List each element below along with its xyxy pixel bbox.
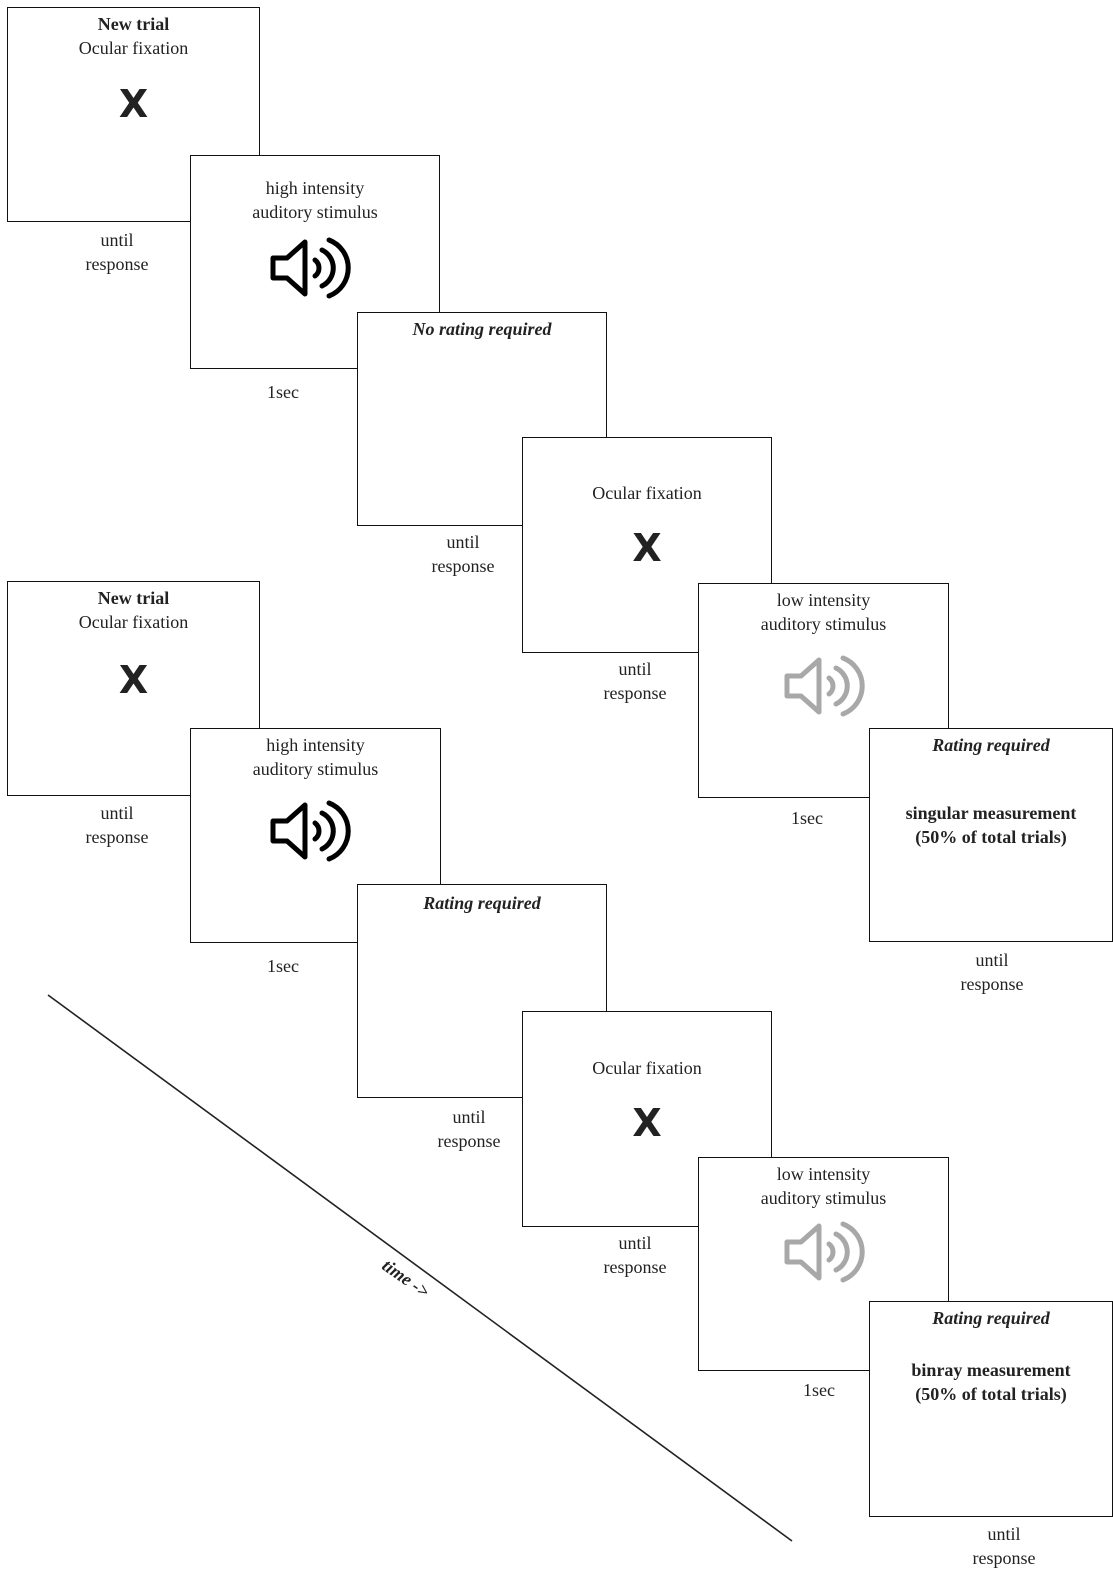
duration-line: 1sec [803, 1380, 835, 1400]
trial2-s3-duration: until response [414, 1105, 524, 1153]
trial2-s1-duration: until response [62, 801, 172, 849]
fixation-cross: X [118, 658, 149, 702]
trial1-s3-duration: until response [408, 530, 518, 578]
screen-title: New trial [97, 14, 170, 34]
screen-text: (50% of total trials) [915, 827, 1067, 847]
duration-line: response [437, 1131, 501, 1151]
duration-line: until [446, 532, 480, 552]
screen-title: Rating required [423, 893, 541, 913]
duration-line: until [100, 230, 134, 250]
duration-line: response [603, 683, 667, 703]
trial1-final-rating-screen: Rating required singular measurement (50… [869, 728, 1113, 942]
fixation-cross: X [632, 1101, 662, 1145]
screen-text: (50% of total trials) [915, 1384, 1067, 1404]
screen-text: binray measurement [911, 1360, 1071, 1380]
screen-text: auditory stimulus [252, 202, 378, 222]
trial1-high-stimulus-screen: high intensity auditory stimulus [190, 155, 440, 369]
duration-line: 1sec [267, 956, 299, 976]
duration-line: until [618, 1233, 652, 1253]
screen-title: No rating required [412, 319, 552, 339]
fixation-cross: X [632, 526, 662, 570]
screen-text: low intensity [776, 590, 871, 610]
duration-line: until [987, 1524, 1021, 1544]
screen-title: Rating required [932, 735, 1050, 755]
duration-line: until [100, 803, 134, 823]
screen-text: high intensity [266, 735, 365, 755]
screen-text: Ocular fixation [592, 483, 702, 503]
duration-line: response [85, 827, 149, 847]
speaker-low-icon [784, 1221, 865, 1283]
trial2-s4-duration: until response [580, 1231, 690, 1279]
screen-title: Rating required [932, 1308, 1050, 1328]
duration-line: until [975, 950, 1009, 970]
screen-text: low intensity [776, 1164, 871, 1184]
trial1-s4-duration: until response [580, 657, 690, 705]
duration-line: response [603, 1257, 667, 1277]
duration-line: response [960, 974, 1024, 994]
screen-text: singular measurement [905, 803, 1077, 823]
screen-text: auditory stimulus [760, 1188, 887, 1208]
screen-text: auditory stimulus [252, 759, 379, 779]
trial2-final-rating-screen: Rating required binray measurement (50% … [869, 1301, 1113, 1517]
trial1-s5-duration: 1sec [752, 806, 862, 830]
speaker-high-icon [270, 237, 351, 299]
fixation-cross: X [118, 82, 149, 126]
duration-line: until [452, 1107, 486, 1127]
trial2-s6-duration: until response [949, 1522, 1059, 1570]
duration-line: response [431, 556, 495, 576]
duration-line: 1sec [791, 808, 823, 828]
speaker-high-icon [270, 800, 351, 862]
screen-text: Ocular fixation [78, 38, 189, 58]
screen-text: auditory stimulus [760, 614, 887, 634]
trial1-s1-duration: until response [62, 228, 172, 276]
duration-line: response [972, 1548, 1036, 1568]
trial2-s2-duration: 1sec [228, 954, 338, 978]
screen-text: Ocular fixation [592, 1058, 702, 1078]
duration-line: until [618, 659, 652, 679]
trial1-s2-duration: 1sec [228, 380, 338, 404]
speaker-low-icon [784, 655, 865, 717]
screen-text: high intensity [265, 178, 365, 198]
screen-text: Ocular fixation [78, 612, 189, 632]
trial1-s6-duration: until response [937, 948, 1047, 996]
trial2-s5-duration: 1sec [764, 1378, 874, 1402]
duration-line: response [85, 254, 149, 274]
duration-line: 1sec [267, 382, 299, 402]
screen-title: New trial [97, 588, 170, 608]
